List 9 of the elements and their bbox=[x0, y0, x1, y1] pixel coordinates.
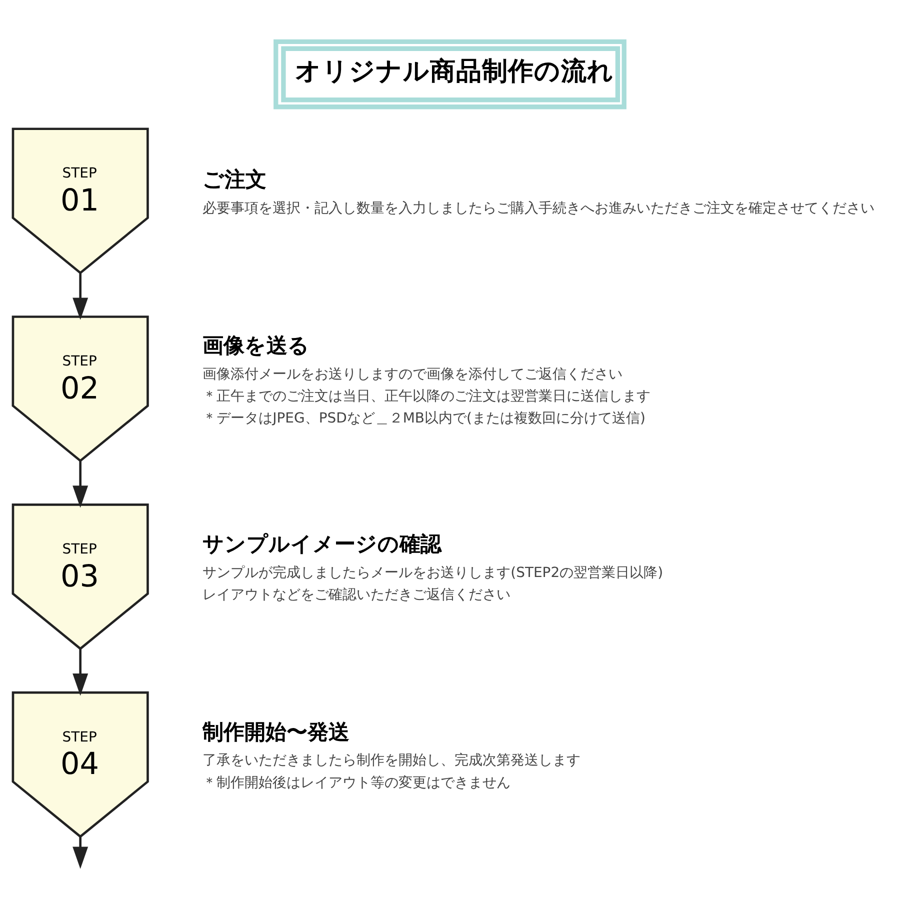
arrow bbox=[72, 272, 88, 320]
arrow bbox=[72, 460, 88, 508]
node-text: 制作開始〜発送 了承をいただきましたら制作を開始し、完成次第発送します ＊制作開始後はレイアウト等の変更はできません bbox=[202, 719, 581, 790]
node-text: サンプルイメージの確認 サンプルが完成しましたらメールをお送りします(STEP2の翌営業日以降) レイアウトなどをご確認いただきご返信ください bbox=[202, 531, 664, 602]
node-text: 画像を送る 画像添付メールをお送りしますので画像を添付してご返信ください ＊正午までのご注文は当日、正午以降のご注文は翌営業日に送信します ＊データはJPEG、PSDなど＿２MB以内で(または複数回に分けて送信) bbox=[202, 333, 651, 426]
diagram-title: オリジナル商品制作の流れ bbox=[295, 56, 614, 86]
arrow bbox=[72, 836, 88, 868]
node-text: ご注文 必要事項を選択・記入し数量を入力しましたらご購入手続きへお進みいただきご注文を確定させてください bbox=[202, 167, 875, 216]
arrow bbox=[72, 648, 88, 696]
